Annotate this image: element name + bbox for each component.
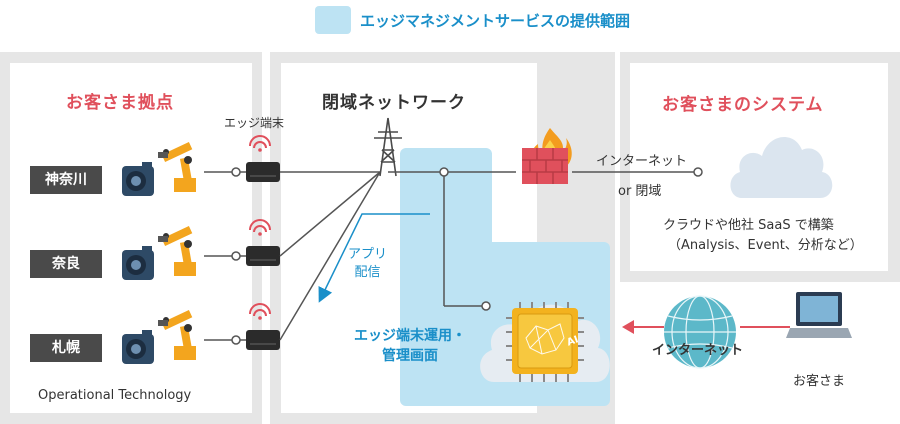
internet-globe-label: インターネット: [652, 343, 744, 358]
ai-chip-icon: [506, 302, 584, 382]
app-delivery-line1: アプリ: [348, 247, 388, 262]
cloud-icon: [730, 137, 833, 198]
edge-ops-line1: エッジ端末運用・: [354, 328, 466, 344]
site-label-sapporo: 札幌: [30, 334, 102, 362]
firewall-icon: [522, 128, 572, 184]
app-delivery-line2: 配信: [354, 265, 381, 280]
site-row-sapporo: [122, 310, 246, 364]
legend-swatch: [315, 6, 351, 34]
site-label-kanagawa: 神奈川: [30, 166, 102, 194]
camera-icon: [122, 246, 154, 280]
camera-icon: [122, 330, 154, 364]
legend-label: エッジマネジメントサービスの提供範囲: [360, 12, 631, 30]
operational-technology-label: Operational Technology: [38, 388, 192, 403]
edge-device-label: エッジ端末: [224, 116, 285, 130]
camera-icon: [122, 162, 154, 196]
customer-system-title: お客さまのシステム: [662, 95, 824, 115]
router-icon: [246, 303, 280, 350]
customer-user-label: お客さま: [793, 374, 846, 389]
router-icon: [246, 135, 280, 182]
site-row-nara: [122, 226, 246, 280]
tower-icon: [374, 117, 402, 177]
globe-icon: [664, 295, 736, 369]
robot-arm-icon: [158, 310, 196, 360]
cloud-description-line1: クラウドや他社 SaaS で構築: [663, 218, 834, 233]
closed-link-label: or 閉域: [618, 184, 662, 199]
cloud-description-line2: （Analysis、Event、分析など）: [668, 238, 863, 253]
customer-sites-title: お客さま拠点: [66, 93, 174, 113]
robot-arm-icon: [158, 142, 196, 192]
edge-ops-line2: 管理画面: [382, 348, 438, 364]
internet-link-label: インターネット: [596, 154, 688, 169]
site-row-kanagawa: [122, 142, 246, 196]
router-icon: [246, 219, 280, 266]
edge-ops-label: エッジ端末運用・ 管理画面: [330, 326, 490, 366]
closed-network-title: 閉域ネットワーク: [322, 93, 466, 113]
service-area-top: [400, 148, 492, 258]
site-label-nara: 奈良: [30, 250, 102, 278]
robot-arm-icon: [158, 226, 196, 276]
app-delivery-label: アプリ 配信: [348, 246, 387, 282]
laptop-icon: [786, 292, 852, 338]
